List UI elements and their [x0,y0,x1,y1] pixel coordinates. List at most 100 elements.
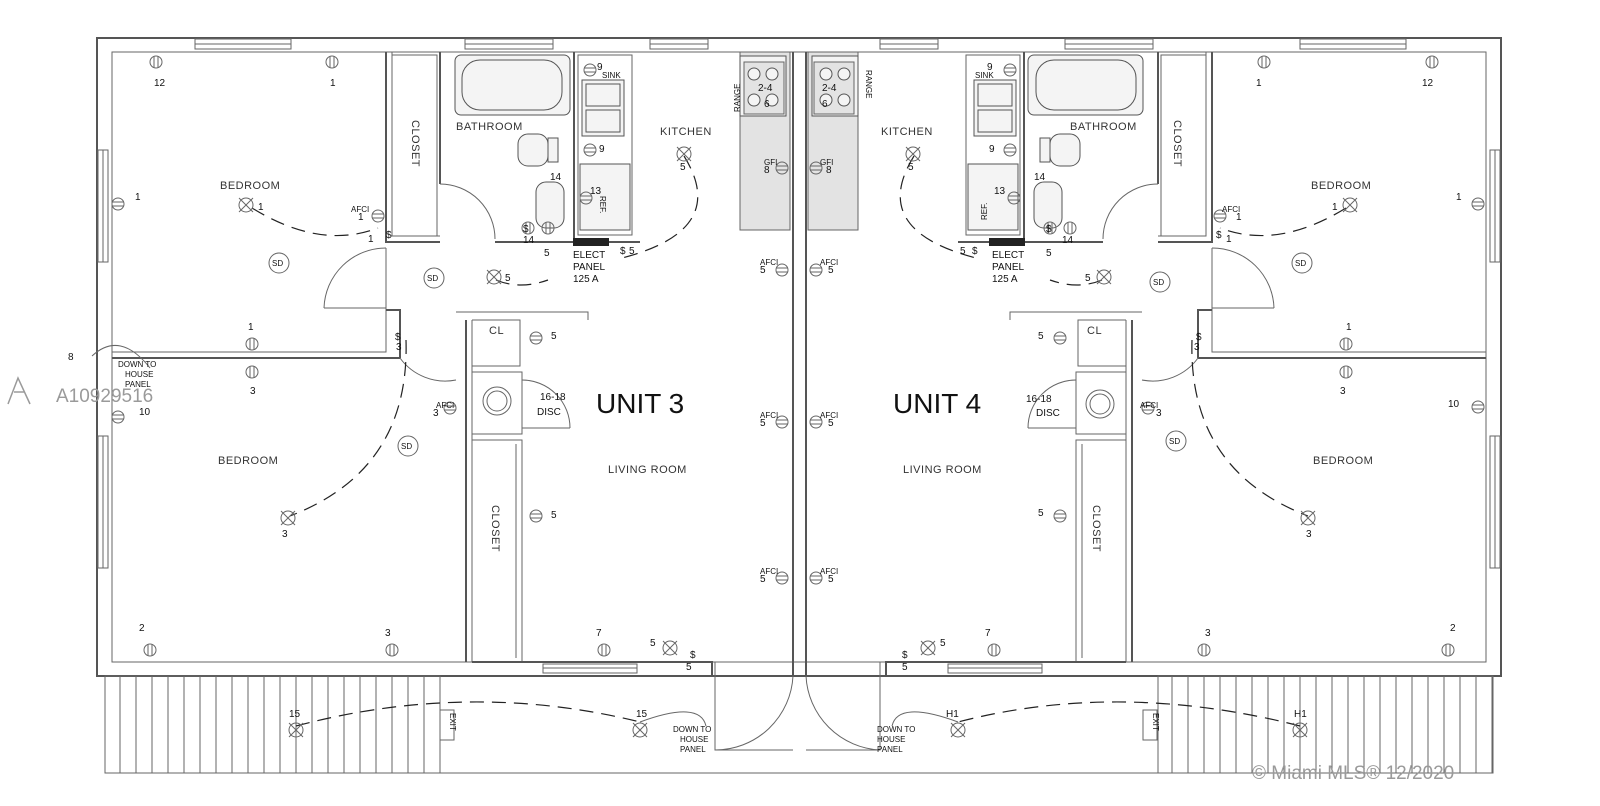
svg-text:5: 5 [828,418,834,429]
svg-text:$: $ [902,650,908,661]
light-fixture-icon [905,146,921,162]
svg-text:5: 5 [551,510,557,521]
svg-text:SD: SD [427,274,438,283]
light-fixture-icon [280,510,296,526]
svg-text:$: $ [395,332,401,343]
svg-text:5: 5 [902,662,908,673]
svg-text:$: $ [523,224,529,235]
receptacle-icon [775,571,789,585]
light-fixture-icon [288,722,304,738]
smoke-detector-icon: SD [1291,252,1313,274]
svg-text:3: 3 [282,529,288,540]
unit-3-bedroom-bottom: BEDROOM [218,455,278,467]
receptacle-icon [111,197,125,211]
svg-text:1: 1 [1456,192,1462,203]
svg-text:14: 14 [523,235,535,246]
unit-3-fixtures [454,54,785,246]
light-fixture-icon [1300,510,1316,526]
receptacle-icon [1003,143,1017,157]
svg-text:14: 14 [1062,235,1074,246]
unit-3-kitchen: KITCHEN [660,126,712,138]
svg-text:7: 7 [985,628,991,639]
svg-text:1: 1 [1256,78,1262,89]
smoke-detectors: SD SD SD SD SD SD [268,252,1313,457]
svg-text:AFCI: AFCI [760,258,778,267]
unit-4-range: RANGE [864,70,873,98]
svg-text:$: $ [972,246,978,257]
porch-deck [104,662,1494,774]
svg-text:10: 10 [1448,399,1460,410]
svg-text:AFCI: AFCI [820,411,838,420]
receptacle-icon [1425,55,1439,69]
receptacle-icon [1003,63,1017,77]
unit-4-kitchen: KITCHEN [881,126,933,138]
unit-4-living-room: LIVING ROOM [903,464,982,476]
svg-text:3: 3 [1194,342,1200,353]
unit-4-cl: CL [1087,325,1102,337]
svg-text:9: 9 [599,144,605,155]
svg-text:8: 8 [826,165,832,176]
light-fixture-icon [1342,197,1358,213]
unit-3-living-room: LIVING ROOM [608,464,687,476]
light-fixture-icon [676,146,692,162]
unit-4-bathroom: BATHROOM [1070,121,1137,133]
svg-text:2-4: 2-4 [822,83,837,94]
light-fixture-icon [662,640,678,656]
svg-text:GFI: GFI [764,158,777,167]
unit-4-bedroom-top: BEDROOM [1311,180,1371,192]
unit-3-panel-line3: 125 A [573,274,599,285]
receptacles [111,55,1485,657]
receptacle-icon [1471,400,1485,414]
unit-3-sink: SINK [602,71,621,80]
unit-4-bedroom-bottom: BEDROOM [1313,455,1373,467]
unit-3-disc-circuit: 16-18 [540,392,566,403]
circuit-runs [91,155,1347,727]
svg-text:AFCI: AFCI [820,258,838,267]
svg-text:AFCI: AFCI [351,205,369,214]
receptacle-icon [143,643,157,657]
svg-text:7: 7 [596,628,602,639]
receptacle-icon [443,401,457,415]
svg-text:5: 5 [1046,248,1052,259]
svg-text:SD: SD [272,259,283,268]
light-fixture-icon [486,269,502,285]
svg-text:1: 1 [1226,234,1232,245]
windows [97,38,1501,674]
smoke-detector-icon: SD [268,252,290,274]
receptacle-icon [1257,55,1271,69]
receptacle-icon [529,331,543,345]
unit-4-porch-down-1: DOWN TO [877,725,915,734]
svg-text:10: 10 [139,407,151,418]
svg-text:14: 14 [1034,172,1046,183]
unit-3-closet-a: CLOSET [409,120,421,167]
svg-text:5: 5 [650,638,656,649]
unit-4-title: UNIT 4 [893,388,981,419]
unit-4-panel-line1: ELECT [992,250,1024,261]
svg-text:14: 14 [550,172,562,183]
svg-text:5: 5 [940,638,946,649]
unit-3-down-1: DOWN TO [118,360,156,369]
smoke-detector-icon: SD [423,267,445,289]
svg-text:$: $ [690,650,696,661]
unit-4-sink: SINK [975,71,994,80]
smoke-detector-icon: SD [397,435,419,457]
svg-text:EXIT: EXIT [1151,713,1160,731]
svg-text:5: 5 [680,162,686,173]
receptacle-icon [1339,337,1353,351]
unit-4-closet-b: CLOSET [1090,505,1102,552]
unit-3-porch-down-1: DOWN TO [673,725,711,734]
unit-3-cl: CL [489,325,504,337]
svg-text:1: 1 [1236,212,1242,223]
svg-text:13: 13 [590,186,602,197]
receptacle-icon [809,571,823,585]
svg-text:3: 3 [1340,386,1346,397]
svg-text:12: 12 [1422,78,1434,89]
receptacle-icon [111,410,125,424]
unit-3-bedroom-top: BEDROOM [220,180,280,192]
receptacle-icon [541,221,555,235]
svg-text:3: 3 [1205,628,1211,639]
receptacle-icon [371,209,385,223]
svg-text:9: 9 [987,62,993,73]
receptacle-icon [325,55,339,69]
